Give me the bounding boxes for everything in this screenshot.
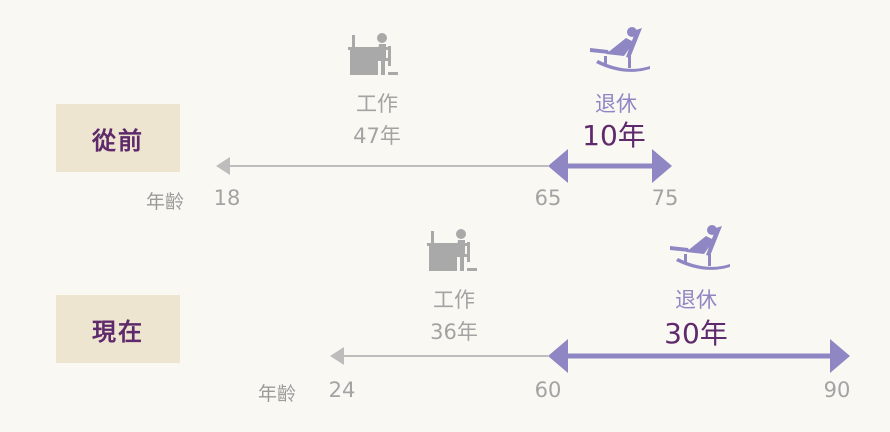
age-tick-start: 18 <box>213 186 241 210</box>
age-tick-end: 90 <box>823 378 851 402</box>
work-label: 工作 <box>356 92 398 116</box>
rocking-chair-icon <box>670 225 730 270</box>
age-label: 年齡 <box>146 191 185 213</box>
retire-duration: 10年 <box>582 119 646 152</box>
desk-worker-icon <box>348 33 398 75</box>
work-label: 工作 <box>433 288 475 312</box>
age-tick-retire: 65 <box>534 186 562 210</box>
desk-worker-icon <box>427 229 477 271</box>
retire-label: 退休 <box>675 288 717 312</box>
tag-before: 從前 <box>56 104 180 172</box>
age-tick-end: 75 <box>651 186 679 210</box>
tag-now: 現在 <box>56 295 180 363</box>
rocking-chair-icon <box>590 27 650 72</box>
work-duration: 36年 <box>430 320 478 344</box>
age-label: 年齡 <box>258 383 297 405</box>
work-duration: 47年 <box>353 124 401 148</box>
age-tick-retire: 60 <box>534 378 562 402</box>
retire-duration: 30年 <box>664 317 728 350</box>
retire-label: 退休 <box>595 92 637 116</box>
age-tick-start: 24 <box>328 378 356 402</box>
